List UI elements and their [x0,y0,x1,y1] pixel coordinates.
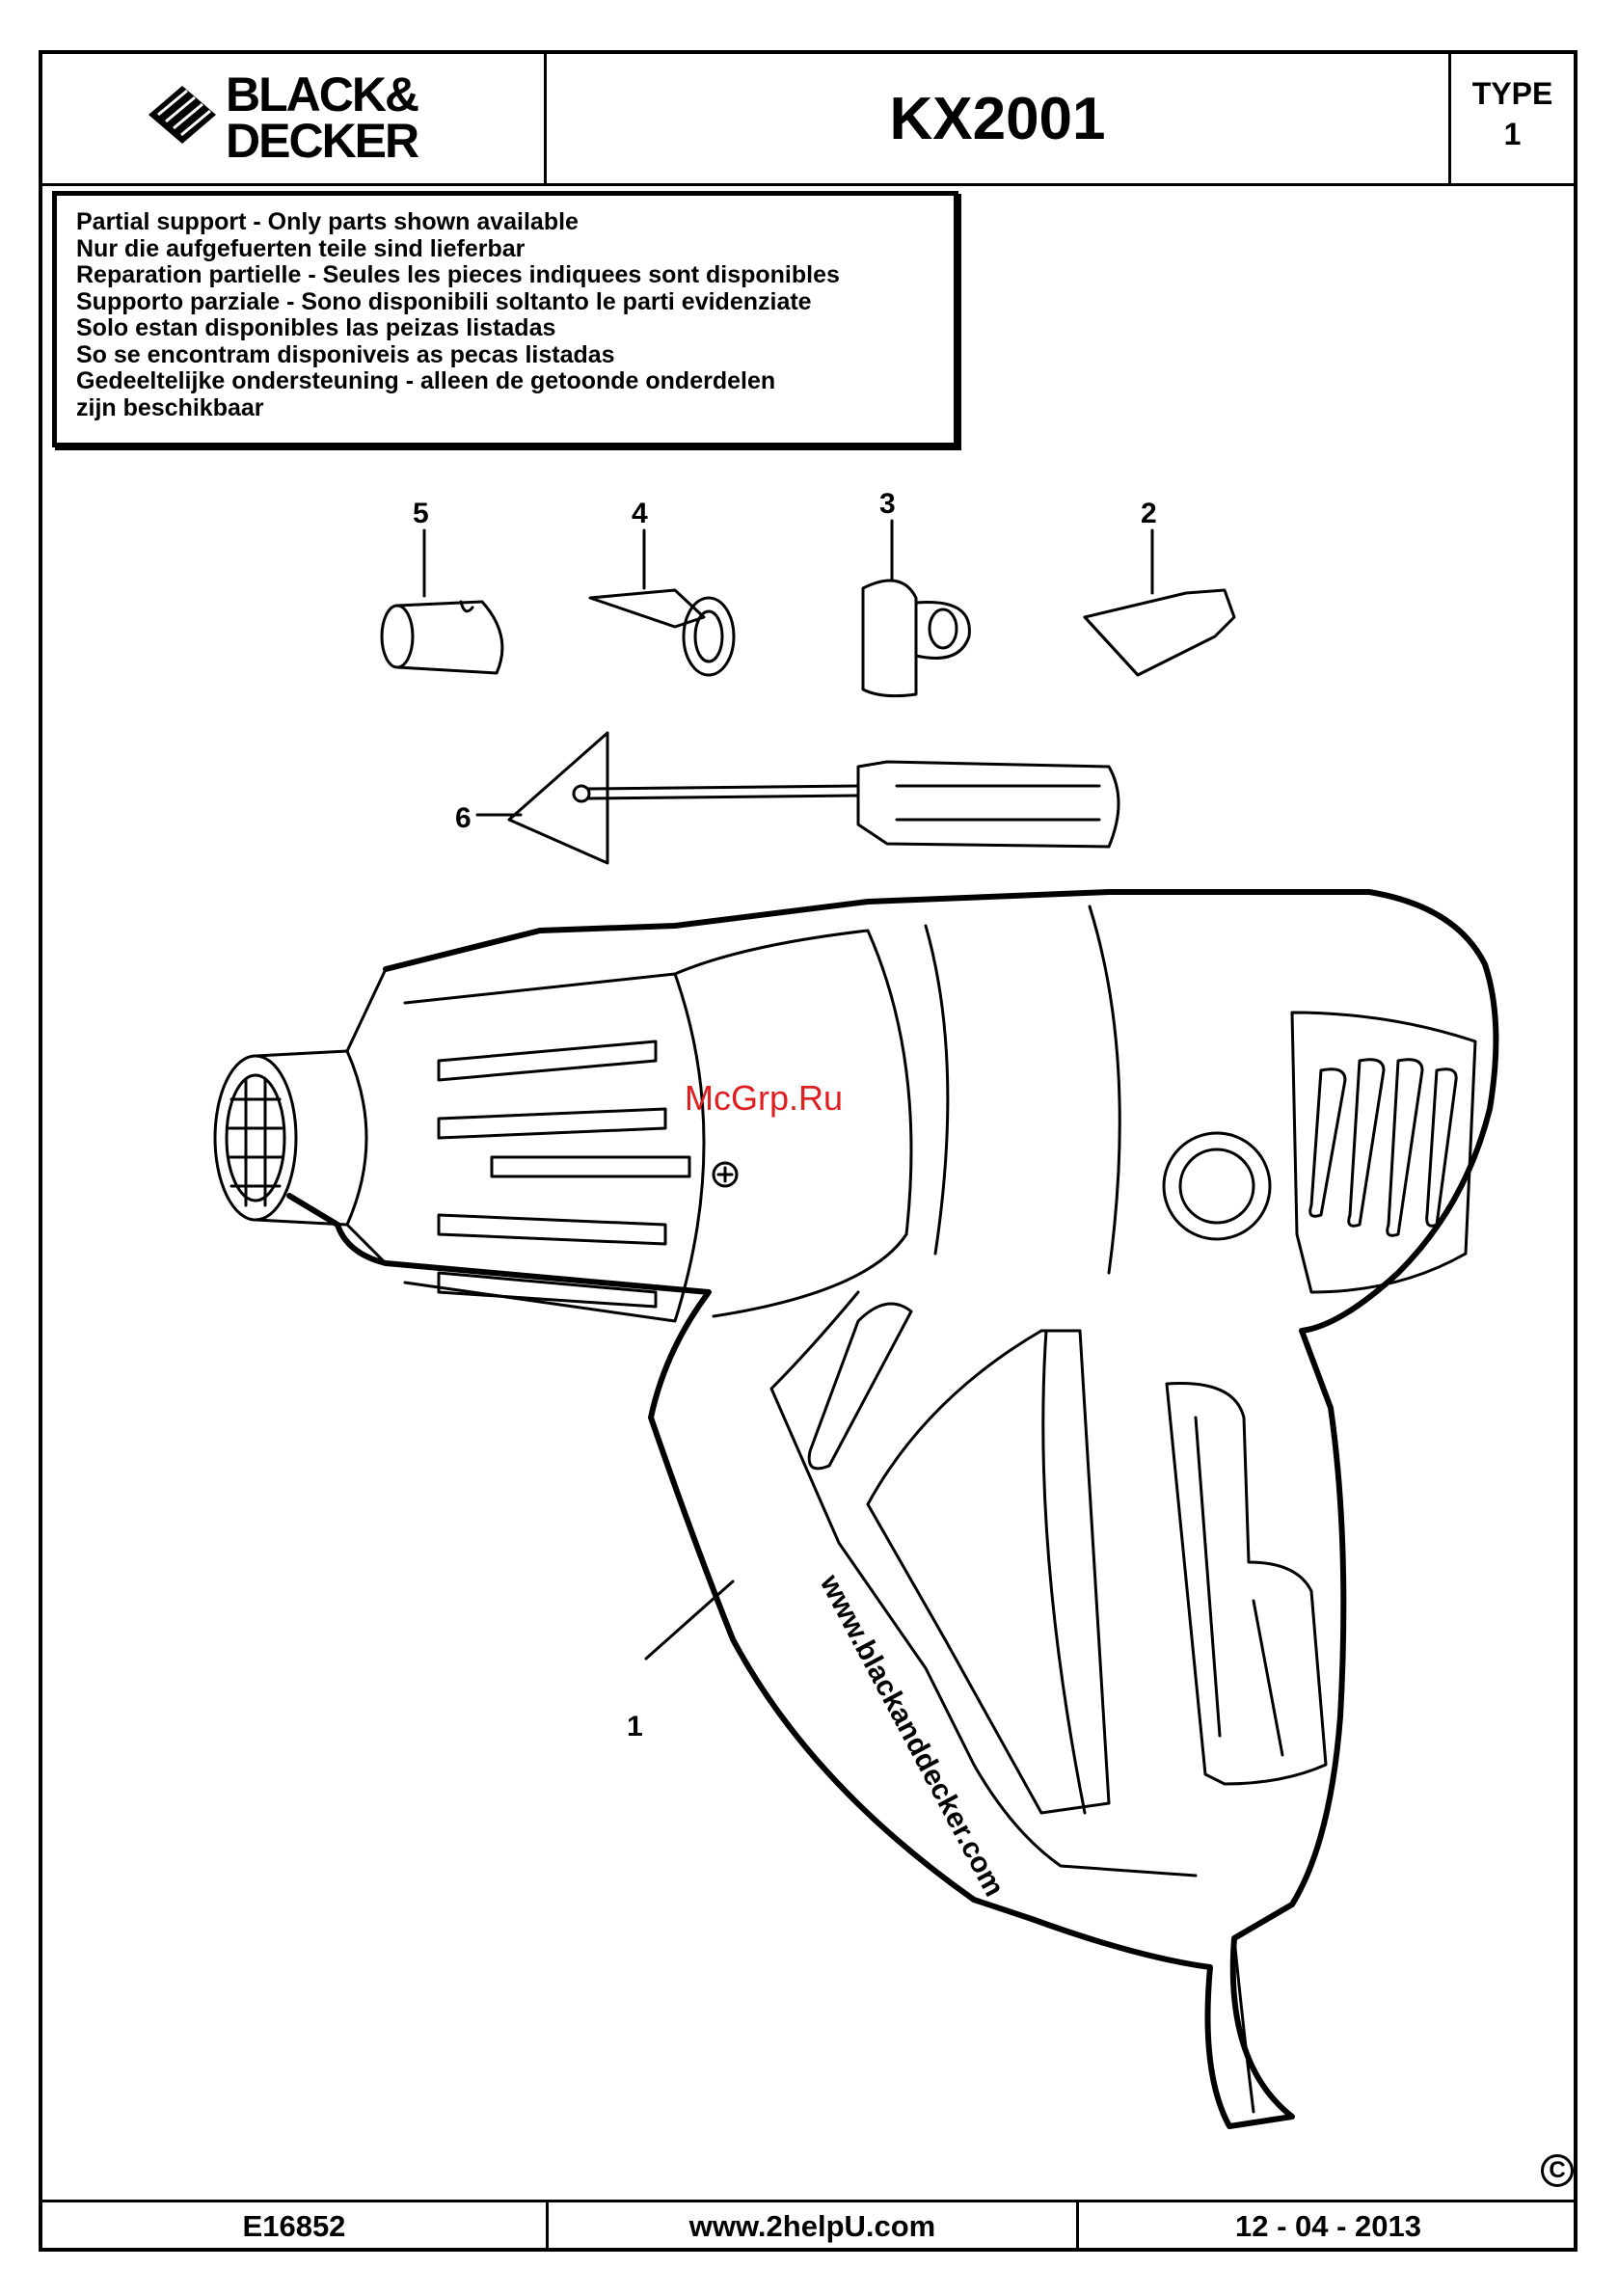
part-1-heat-gun: www.blackanddecker.com [213,889,1499,2129]
notice-line: Nur die aufgefuerten teile sind lieferba… [76,234,526,262]
footer-divider [42,2200,1574,2202]
footer-divider-v2 [1076,2200,1079,2252]
type-box: TYPE 1 [1451,73,1574,154]
notice-line: Gedeeltelijke ondersteuning - alleen de … [76,367,776,394]
brand-line-2: DECKER [226,114,419,168]
notice-line: Supporto parziale - Sono disponibili sol… [76,287,812,315]
brand-name: BLACK& DECKER [226,68,419,168]
callout-5: 5 [413,498,429,529]
callout-2: 2 [1141,498,1157,529]
notice-line: Solo estan disponibles las peizas listad… [76,314,556,341]
type-label: TYPE [1471,76,1553,111]
brand-logo: BLACK& DECKER [139,68,505,168]
part-2-flat-nozzle [1083,528,1236,677]
part-4-scraper-nozzle [588,528,736,677]
type-value: 1 [1503,117,1522,151]
footer-date: 12 - 04 - 2013 [1234,2209,1422,2243]
callout-3: 3 [879,488,896,520]
part-6-scraper-tool [475,731,1120,865]
notice-line: So se encontram disponiveis as pecas lis… [76,340,615,368]
part-3-pipe-protector [861,519,971,698]
notice-line: Reparation partielle - Seules les pieces… [76,261,840,288]
brand-logo-icon [148,86,216,144]
header-divider-v1 [544,54,547,183]
watermark-text: McGrp.Ru [685,1078,844,1118]
header-divider [42,183,1574,186]
notice-line: Partial support - Only parts shown avail… [76,208,579,235]
part-5-nozzle [380,528,504,675]
page-frame: BLACK& DECKER KX2001 TYPE 1 Partial supp… [39,50,1578,2252]
brand-line-1: BLACK& [226,68,419,122]
callout-4: 4 [632,498,648,529]
callout-6: 6 [455,802,472,834]
footer-divider-v1 [546,2200,549,2252]
notice-line: zijn beschikbaar [76,393,264,421]
drawing-code: E16852 [242,2209,346,2243]
footer-website: www.2helpU.com [688,2209,936,2243]
copyright-icon: C [1541,2154,1574,2187]
model-number: KX2001 [889,85,1106,152]
callout-1: 1 [627,1711,643,1742]
parts-availability-notice: Partial support - Only parts shown avail… [52,191,958,447]
header-divider-v2 [1448,54,1451,183]
